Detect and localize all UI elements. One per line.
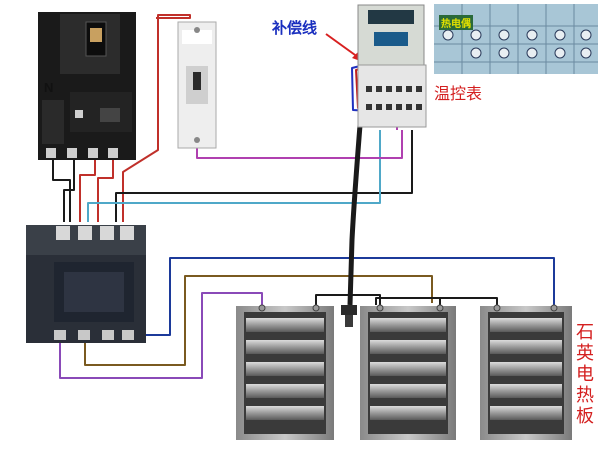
breaker-test-button [75, 110, 83, 118]
wire-blue-heater [130, 257, 555, 336]
circuit-breaker [38, 12, 136, 160]
thermocouple-probe [341, 305, 357, 315]
ac-contactor [26, 225, 146, 343]
wire-purple-heater [59, 292, 263, 379]
wire-red-feed-1 [79, 160, 96, 222]
wire-red-small-breaker [122, 14, 191, 222]
wire-brown-heater [84, 275, 433, 366]
neutral-label: N [44, 80, 54, 95]
temperature-controller-label: 温控表 [434, 84, 483, 103]
wire-red-feed-2 [97, 160, 114, 222]
wire-black-feed-2 [63, 160, 75, 222]
controller-display-top [368, 10, 414, 24]
thermocouple-tip [345, 315, 353, 327]
wire-magenta-controller [196, 130, 403, 159]
small-breaker-toggle [193, 72, 201, 90]
wire-black-link-2 [375, 297, 498, 305]
temperature-controller [357, 4, 427, 128]
breaker-toggle [90, 28, 102, 42]
small-breaker [177, 21, 217, 149]
quartz-heater-3 [480, 306, 572, 440]
wire-black-feed-1 [52, 160, 71, 222]
compensation-wire-label: 补偿线 [272, 19, 318, 37]
wire-cyan-controller [87, 130, 381, 222]
wire-black-controller [115, 130, 413, 222]
controller-display-bottom [374, 32, 408, 46]
thermocouple-tag: 热电偶 [439, 15, 473, 30]
heater-terminals [258, 304, 558, 312]
quartz-heater-2 [360, 306, 456, 440]
wires [52, 14, 555, 379]
quartz-heater-label: 石英电热板 [576, 322, 594, 427]
quartz-heater-1 [236, 306, 334, 440]
